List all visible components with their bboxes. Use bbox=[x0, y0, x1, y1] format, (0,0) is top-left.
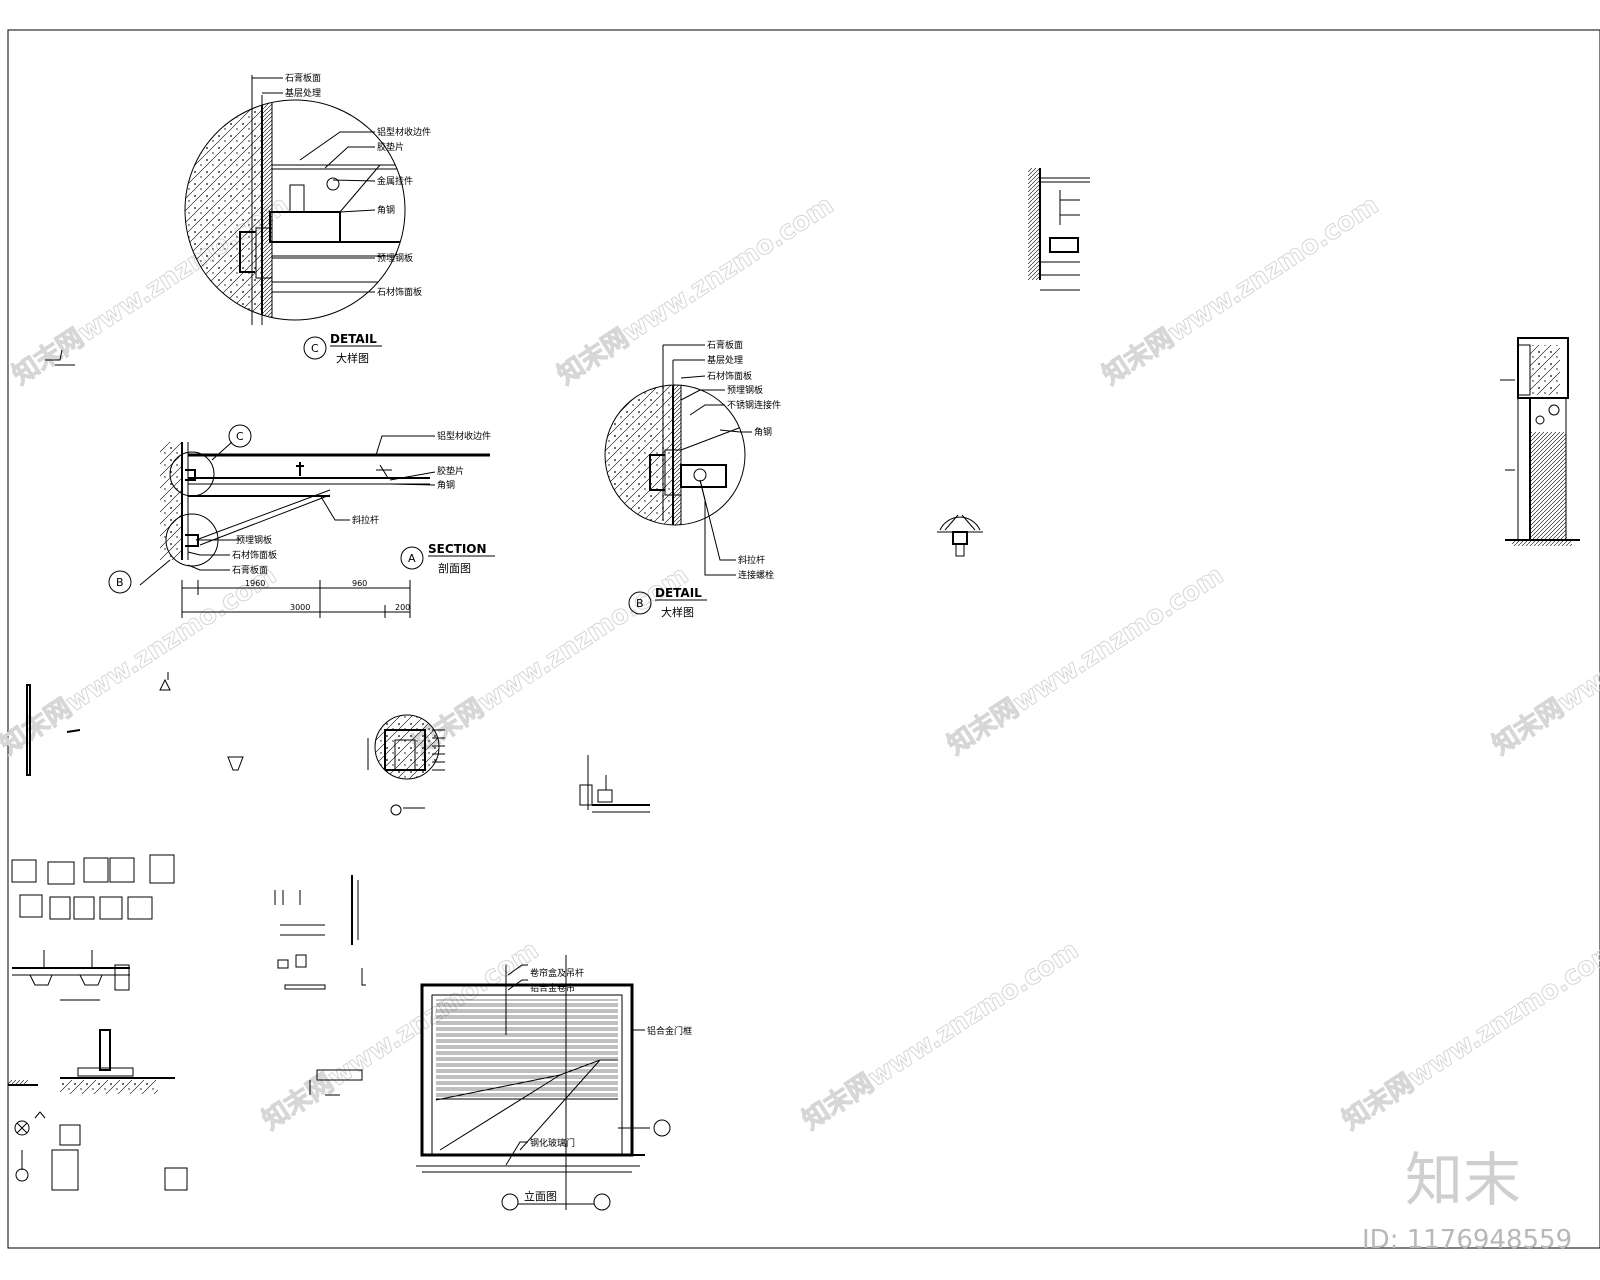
right-wall-elevation bbox=[1500, 337, 1580, 546]
callout-label: 铝合金卷帘 bbox=[530, 982, 575, 994]
section-marker bbox=[400, 546, 424, 570]
detail-title: DETAIL bbox=[330, 332, 377, 346]
detail-title: DETAIL bbox=[655, 586, 702, 600]
watermark-layer: 知末网www.znzmo.com 知末网www.znzmo.com 知末网www… bbox=[0, 190, 1600, 1137]
callout-label: 铝合金门框 bbox=[647, 1025, 692, 1037]
detail-c-leaders bbox=[252, 77, 376, 293]
watermark-text: 知末网www.znzmo.com bbox=[1337, 935, 1600, 1136]
lamp-fixture bbox=[937, 514, 983, 557]
callout-label: 角钢 bbox=[754, 426, 772, 438]
small-circular-detail bbox=[367, 714, 445, 816]
watermark-text: 知末网www.znzmo.com bbox=[552, 190, 839, 391]
callout-label: 铝型材收边件 bbox=[377, 126, 431, 138]
detail-subtitle: 大样图 bbox=[336, 351, 369, 365]
ceiling-detail bbox=[12, 950, 130, 1001]
detail-marker-letter: B bbox=[636, 597, 644, 610]
callout-label: 基层处理 bbox=[707, 354, 743, 366]
callout-label: 钢化玻璃门 bbox=[530, 1137, 575, 1149]
watermark-text: 知末网www.znzmo.com bbox=[407, 560, 694, 761]
callout-label: 基层处理 bbox=[285, 87, 321, 99]
callout-label: 胶垫片 bbox=[377, 141, 404, 153]
callout-label: 石膏板面 bbox=[285, 72, 321, 84]
detail-subtitle: 大样图 bbox=[661, 605, 694, 619]
section-marker-letter: B bbox=[116, 576, 124, 589]
sheet-border bbox=[7, 29, 1600, 1249]
callout-label: 金属挂件 bbox=[377, 175, 413, 187]
watermark-text: 知末网www.znzmo.com bbox=[0, 560, 282, 761]
small-wall-section bbox=[1028, 168, 1090, 291]
dimension-text: 200 bbox=[395, 603, 410, 612]
small-profile-detail bbox=[579, 755, 650, 813]
detail-marker-letter: C bbox=[311, 342, 319, 355]
callout-label: 石材饰面板 bbox=[377, 286, 422, 298]
callout-label: 不锈钢连接件 bbox=[727, 399, 781, 411]
misc-symbols bbox=[26, 349, 244, 776]
callout-label: 预埋钢板 bbox=[236, 534, 272, 546]
callout-label: 石材饰面板 bbox=[232, 549, 277, 561]
material-swatches bbox=[11, 854, 175, 920]
section-marker-letter: A bbox=[408, 552, 416, 565]
image-id: ID: 1176948559 bbox=[1362, 1225, 1572, 1255]
callout-label: 石膏板面 bbox=[232, 564, 268, 576]
callout-label: 斜拉杆 bbox=[352, 514, 379, 526]
watermark-text: 知末网www.znzmo.com bbox=[1487, 560, 1600, 761]
callout-label: 卷帘盒及吊杆 bbox=[530, 967, 584, 979]
section-marker-b bbox=[108, 570, 132, 594]
watermark-text: 知末网www.znzmo.com bbox=[1097, 190, 1384, 391]
callout-label: 连接螺栓 bbox=[738, 569, 774, 581]
dimension-text: 1960 bbox=[245, 579, 265, 588]
symbol-key bbox=[274, 875, 366, 1096]
section-title: SECTION bbox=[428, 542, 487, 556]
detail-c-drawing: 石膏板面 基层处理 铝型材收边件 胶垫片 金属挂件 角钢 预埋钢板 石材饰面板 … bbox=[184, 72, 431, 365]
detail-marker bbox=[303, 336, 327, 360]
section-a-drawing bbox=[139, 435, 490, 618]
lower-left-fixtures bbox=[14, 1111, 188, 1191]
callout-label: 角钢 bbox=[437, 479, 455, 491]
callout-label: 石材饰面板 bbox=[707, 370, 752, 382]
callout-label: 角钢 bbox=[377, 204, 395, 216]
dimension-text: 960 bbox=[352, 579, 367, 588]
callout-label: 石膏板面 bbox=[707, 339, 743, 351]
callout-label: 铝型材收边件 bbox=[437, 430, 491, 442]
section-marker-c bbox=[228, 424, 252, 448]
callout-label: 斜拉杆 bbox=[738, 554, 765, 566]
brand-logo: 知末 bbox=[1405, 1146, 1521, 1214]
base-detail bbox=[8, 1029, 175, 1094]
elevation-title: 立面图 bbox=[524, 1189, 557, 1203]
callout-label: 预埋钢板 bbox=[377, 252, 413, 264]
callout-label: 胶垫片 bbox=[437, 465, 464, 477]
watermark-text: 知末网www.znzmo.com bbox=[942, 560, 1229, 761]
section-marker-letter: C bbox=[236, 430, 244, 443]
section-subtitle: 剖面图 bbox=[438, 561, 471, 575]
callout-label: 预埋钢板 bbox=[727, 384, 763, 396]
dimension-text: 3000 bbox=[290, 603, 310, 612]
detail-marker bbox=[628, 591, 652, 615]
door-elevation bbox=[416, 955, 671, 1211]
watermark-text: 知末网www.znzmo.com bbox=[797, 935, 1084, 1136]
